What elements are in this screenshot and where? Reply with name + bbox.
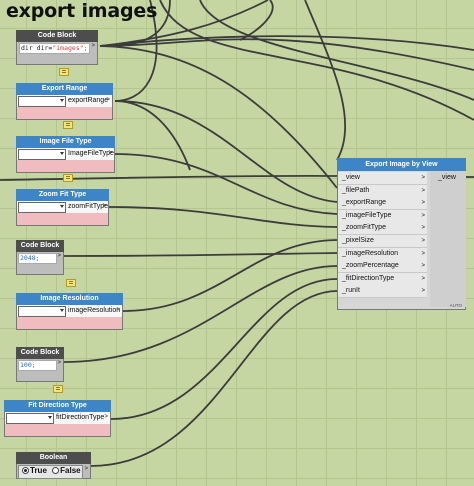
code-block-node[interactable]: Code Block dir dir="images"; >	[16, 30, 98, 65]
output-port: fitDirectionType	[56, 414, 105, 421]
chevron-down-icon	[48, 416, 52, 419]
input-port-label: _zoomFitType	[342, 224, 386, 232]
node-title: Code Block	[16, 347, 64, 359]
output-port-arrow[interactable]: >	[91, 43, 95, 49]
code-value: 100;	[20, 361, 36, 369]
export-range-node[interactable]: Export Range exportRange >	[16, 83, 113, 120]
input-port-row[interactable]: _filePath >	[338, 184, 427, 198]
code-editor[interactable]: dir dir="images";	[19, 43, 90, 54]
zoom-fit-type-node[interactable]: Zoom Fit Type zoomFitType >	[16, 189, 109, 226]
chevron-down-icon	[60, 99, 64, 102]
true-radio[interactable]	[22, 467, 29, 475]
chevron-down-icon	[60, 309, 64, 312]
input-port-arrow: >	[421, 187, 425, 194]
input-port-row[interactable]: _runIt >	[338, 285, 427, 299]
lacing-indicator: AUTO	[449, 303, 462, 308]
input-port-arrow: >	[421, 288, 425, 295]
output-port: imageResolution	[68, 307, 121, 314]
input-port-arrow: >	[421, 225, 425, 232]
input-port-row[interactable]: _view >	[338, 172, 427, 185]
node-title: Image File Type	[16, 136, 115, 148]
input-port-label: _pixelSize	[342, 237, 374, 244]
code-value: "images";	[52, 44, 88, 52]
output-port: exportRange	[68, 97, 109, 104]
pin-icon	[59, 68, 69, 76]
input-port-label: _filePath	[342, 186, 370, 194]
input-port-arrow: >	[421, 238, 425, 244]
input-port-arrow: >	[421, 250, 425, 257]
pin-icon	[66, 279, 76, 287]
input-port-label: _exportRange	[342, 199, 386, 207]
output-port-arrow[interactable]: >	[106, 97, 110, 103]
output-port-arrow[interactable]: >	[84, 466, 88, 472]
output-port-arrow[interactable]: >	[104, 414, 108, 420]
pin-icon	[63, 121, 73, 129]
input-port-label: _imageResolution	[342, 249, 399, 257]
code-keyword: dir	[21, 44, 33, 52]
output-port-arrow[interactable]: >	[116, 307, 120, 313]
code-block-node[interactable]: Code Block 100; >	[16, 347, 64, 382]
node-title: Fit Direction Type	[4, 400, 111, 412]
input-port-row[interactable]: _pixelSize >	[338, 235, 427, 248]
export-image-by-view-node[interactable]: Export Image by View _view>_filePath>_ex…	[337, 158, 466, 310]
false-label: False	[60, 466, 81, 475]
input-port-label: _view	[342, 174, 360, 181]
image-file-type-dropdown[interactable]	[18, 149, 66, 160]
code-value: 2048;	[20, 254, 40, 262]
false-radio[interactable]	[52, 467, 60, 475]
code-editor[interactable]: 100;	[18, 360, 57, 371]
export-range-dropdown[interactable]	[18, 96, 66, 107]
output-port: ImageFileType	[68, 150, 114, 157]
input-port-label: _fitDirectionType	[342, 274, 395, 282]
boolean-toggle[interactable]: True False	[18, 465, 83, 479]
boolean-node[interactable]: Boolean True False >	[16, 452, 91, 479]
pin-icon	[53, 385, 63, 393]
node-title: Export Image by View	[337, 158, 466, 171]
input-port-arrow: >	[421, 175, 425, 181]
input-port-row[interactable]: _zoomFitType >	[338, 222, 427, 236]
input-port-arrow: >	[421, 275, 425, 282]
chevron-down-icon	[60, 152, 64, 155]
input-port-label: _runIt	[342, 287, 360, 295]
output-port-arrow[interactable]: >	[102, 203, 106, 209]
true-label: True	[30, 466, 47, 475]
graph-title: export images	[6, 0, 158, 22]
output-port: zoomFitType	[68, 203, 109, 210]
node-title: Code Block	[16, 30, 98, 42]
image-resolution-dropdown[interactable]	[18, 306, 66, 317]
node-title: Boolean	[16, 452, 91, 464]
image-resolution-node[interactable]: Image Resolution imageResolution >	[16, 293, 123, 330]
input-port-label: _imageFileType	[342, 211, 392, 219]
input-port-row[interactable]: _zoomPercentage >	[338, 260, 427, 274]
fit-direction-type-dropdown[interactable]	[6, 413, 54, 424]
input-port-arrow: >	[421, 200, 425, 207]
output-port[interactable]: _view	[438, 174, 456, 181]
input-port-arrow: >	[421, 212, 425, 219]
input-port-arrow: >	[421, 263, 425, 270]
node-title: Zoom Fit Type	[16, 189, 109, 201]
code-block-node[interactable]: Code Block 2048; >	[16, 240, 64, 275]
input-port-label: _zoomPercentage	[342, 262, 399, 270]
zoom-fit-type-dropdown[interactable]	[18, 202, 66, 213]
image-file-type-node[interactable]: Image File Type ImageFileType >	[16, 136, 115, 173]
input-port-row[interactable]: _imageResolution >	[338, 247, 427, 261]
node-title: Image Resolution	[16, 293, 123, 305]
chevron-down-icon	[60, 205, 64, 208]
pin-icon	[63, 174, 73, 182]
input-port-row[interactable]: _imageFileType >	[338, 209, 427, 223]
code-variable: dir	[36, 44, 49, 52]
input-port-row[interactable]: _exportRange >	[338, 197, 427, 211]
code-editor[interactable]: 2048;	[18, 253, 57, 264]
fit-direction-type-node[interactable]: Fit Direction Type fitDirectionType >	[4, 400, 111, 437]
output-port-arrow[interactable]: >	[57, 360, 61, 366]
input-port-row[interactable]: _fitDirectionType >	[338, 272, 427, 286]
node-title: Export Range	[16, 83, 113, 95]
output-port-arrow[interactable]: >	[108, 150, 112, 156]
output-port-arrow[interactable]: >	[57, 253, 61, 259]
node-title: Code Block	[16, 240, 64, 252]
